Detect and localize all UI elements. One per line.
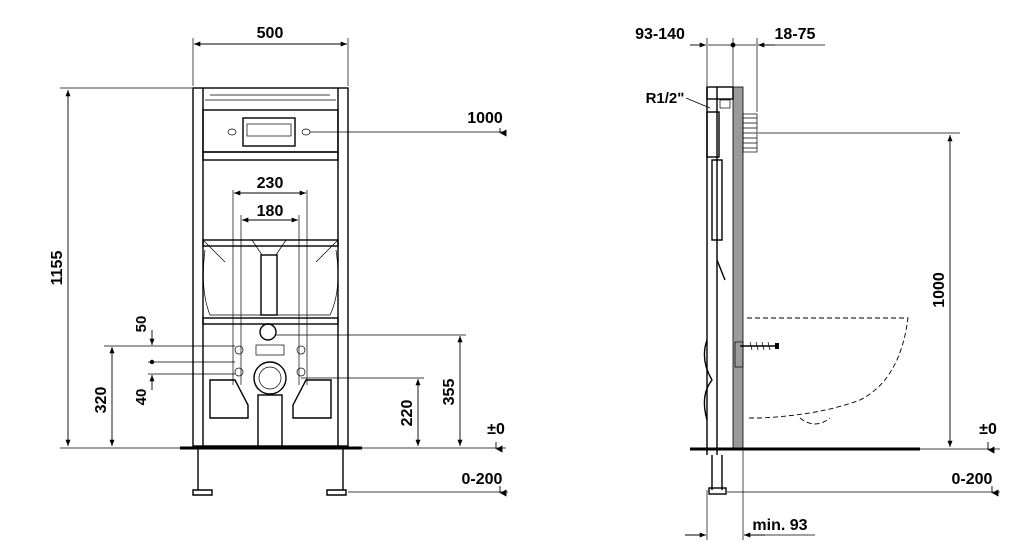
dim-50-40 <box>148 330 235 390</box>
dim-355-label: 355 <box>441 379 458 406</box>
total-height-label: 1155 <box>49 251 66 286</box>
width-label: 500 <box>257 25 284 42</box>
min-depth-label: min. 93 <box>752 517 807 534</box>
dim-230 <box>232 190 308 385</box>
dim-depth <box>690 38 825 112</box>
dim-flush-height <box>310 128 507 137</box>
dim-width <box>192 38 349 86</box>
front-view: 500 1155 1000 230 180 <box>49 25 508 497</box>
dim-180 <box>240 215 300 385</box>
toilet-bowl-outline <box>747 317 909 419</box>
wall-range-label: 18-75 <box>775 26 816 43</box>
dim-220-label: 220 <box>399 400 416 427</box>
wall <box>732 86 744 450</box>
dist-180-label: 180 <box>257 203 284 220</box>
side-adjust-label: 0-200 <box>952 471 993 488</box>
thread-leader <box>685 97 711 109</box>
depth-range-label: 93-140 <box>635 26 685 43</box>
flush-height-label: 1000 <box>467 110 503 127</box>
dim-min-depth <box>685 450 815 540</box>
thread-label: R1/2ʺ <box>646 90 685 107</box>
dim-320-label: 320 <box>93 387 110 414</box>
side-adjust-marker <box>727 486 1000 497</box>
dim-40-label: 40 <box>133 389 150 406</box>
front-floor-marker <box>362 442 506 453</box>
side-floor-marker <box>920 442 1000 454</box>
dim-320 <box>104 345 148 446</box>
dim-50-label: 50 <box>133 316 150 333</box>
dim-side-flush-height <box>758 132 960 447</box>
dim-355 <box>276 334 466 446</box>
dim-220 <box>301 377 424 446</box>
dist-230-label: 230 <box>257 175 284 192</box>
flush-connection <box>742 113 758 153</box>
side-drain <box>734 341 779 368</box>
front-adjust-marker <box>348 486 508 497</box>
front-frame <box>192 87 349 496</box>
side-flush-height-label: 1000 <box>931 272 948 308</box>
side-floor-label: ±0 <box>979 421 997 438</box>
side-frame <box>703 86 734 495</box>
front-floor-label: ±0 <box>487 421 505 438</box>
dim-total-height <box>60 87 192 449</box>
side-view: 93-140 18-75 R1/2ʺ 1000 ±0 0-200 <box>635 26 1000 540</box>
front-adjust-label: 0-200 <box>462 471 503 488</box>
